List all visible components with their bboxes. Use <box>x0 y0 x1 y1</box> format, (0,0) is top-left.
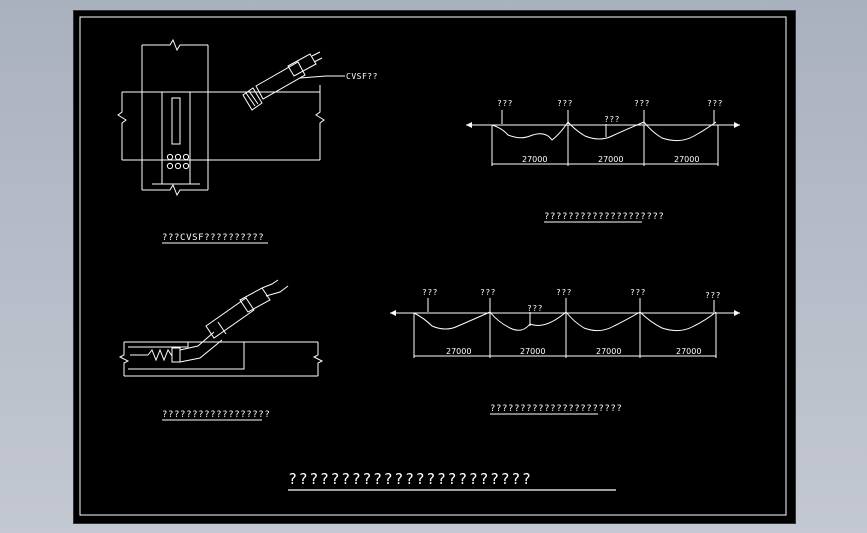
drawing-frame <box>74 11 795 523</box>
break-line-bottom <box>142 183 208 197</box>
detail-slab-sensor <box>118 279 324 377</box>
detail-column-joint <box>117 38 345 197</box>
marker-label: ??? <box>527 304 543 313</box>
marker-label: ??? <box>630 288 646 297</box>
caption-slab-sensor: ?????????????????? <box>162 410 270 420</box>
dimension-label: 27000 <box>596 347 621 356</box>
caption-column-joint: ???CVSF?????????? <box>162 233 264 243</box>
marker-label: ??? <box>604 115 620 124</box>
caption-profile-bottom: ?????????????????????? <box>490 404 622 414</box>
marker-label: ??? <box>497 99 513 108</box>
marker-label: ??? <box>705 291 721 300</box>
break-line-left <box>117 92 127 160</box>
marker-label: ??? <box>556 288 572 297</box>
caption-profile-top: ???????????????????? <box>544 212 664 222</box>
marker-label: ??? <box>422 288 438 297</box>
dimension-label: 27000 <box>446 347 471 356</box>
callout-label: CVSF?? <box>346 72 378 81</box>
spring <box>147 348 173 362</box>
dimension-label: 27000 <box>598 155 623 164</box>
dimension-label: 27000 <box>676 347 701 356</box>
marker-label: ??? <box>480 288 496 297</box>
break-line-right <box>315 85 325 160</box>
marker-label: ??? <box>634 99 650 108</box>
dimension-label: 27000 <box>674 155 699 164</box>
dimension-label: 27000 <box>520 347 545 356</box>
drawing-border <box>79 16 787 516</box>
profile-bottom <box>390 298 740 358</box>
profile-top <box>466 110 740 166</box>
marker-label: ??? <box>707 99 723 108</box>
break-line-top <box>142 38 208 52</box>
dimension-label: 27000 <box>522 155 547 164</box>
marker-label: ??? <box>557 99 573 108</box>
callout-leader <box>299 75 345 79</box>
drawing-title: ??????????????????????? <box>288 470 533 488</box>
